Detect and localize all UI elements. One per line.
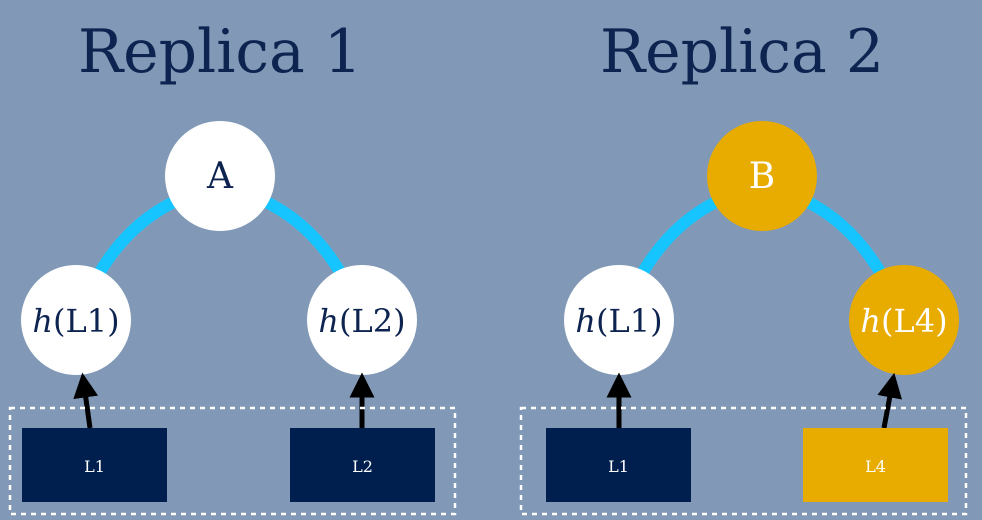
leaf-block-rect xyxy=(22,428,167,502)
replica-1: A h(L1) h(L2) L1 L2 xyxy=(8,121,457,516)
tree-edge-right xyxy=(259,194,346,276)
hash-node-circle xyxy=(564,265,674,375)
arrow-right xyxy=(877,372,903,429)
leaf-group-border xyxy=(519,406,968,516)
root-node-label: A xyxy=(206,156,234,197)
hash-function-symbol: h xyxy=(575,302,596,340)
tree-edge-left xyxy=(94,194,181,276)
root-node-circle xyxy=(165,121,275,231)
hash-function-symbol: h xyxy=(860,302,881,340)
hash-node-left: h(L1) xyxy=(21,265,131,375)
leaf-block-rect xyxy=(290,428,435,502)
hash-node-right: h(L2) xyxy=(307,265,417,375)
hash-node-label: h(L1) xyxy=(575,302,662,340)
hash-node-left: h(L1) xyxy=(564,265,674,375)
replica-2: B h(L1) h(L4) L1 L4 xyxy=(519,121,968,516)
hash-function-symbol: h xyxy=(318,302,339,340)
leaf-block-label: L1 xyxy=(608,457,629,476)
hash-argument: (L2) xyxy=(339,302,406,340)
hash-node-circle xyxy=(849,265,959,375)
root-node: B xyxy=(707,121,817,231)
leaf-block-right: L4 xyxy=(803,428,948,502)
replica-1-title: Replica 1 xyxy=(77,17,363,87)
hash-node-label: h(L1) xyxy=(32,302,119,340)
leaf-block-rect xyxy=(803,428,948,502)
hash-node-circle xyxy=(307,265,417,375)
hash-argument: (L4) xyxy=(881,302,948,340)
root-node: A xyxy=(165,121,275,231)
leaf-block-label: L4 xyxy=(865,457,886,476)
leaf-block-right: L2 xyxy=(290,428,435,502)
root-node-circle xyxy=(707,121,817,231)
hash-node-right: h(L4) xyxy=(849,265,959,375)
tree-edge-left xyxy=(637,194,723,276)
replica-2-title: Replica 2 xyxy=(599,17,885,87)
leaf-block-rect xyxy=(546,428,691,502)
leaf-block-left: L1 xyxy=(546,428,691,502)
hash-argument: (L1) xyxy=(53,302,120,340)
hash-argument: (L1) xyxy=(596,302,663,340)
hash-function-symbol: h xyxy=(32,302,53,340)
root-node-label: B xyxy=(749,156,775,197)
hash-node-label: h(L2) xyxy=(318,302,405,340)
arrow-left xyxy=(73,372,99,429)
leaf-group-border xyxy=(8,406,457,516)
hash-node-circle xyxy=(21,265,131,375)
leaf-block-label: L1 xyxy=(84,457,105,476)
tree-edge-right xyxy=(801,194,886,276)
leaf-block-label: L2 xyxy=(352,457,373,476)
leaf-block-left: L1 xyxy=(22,428,167,502)
hash-node-label: h(L4) xyxy=(860,302,947,340)
